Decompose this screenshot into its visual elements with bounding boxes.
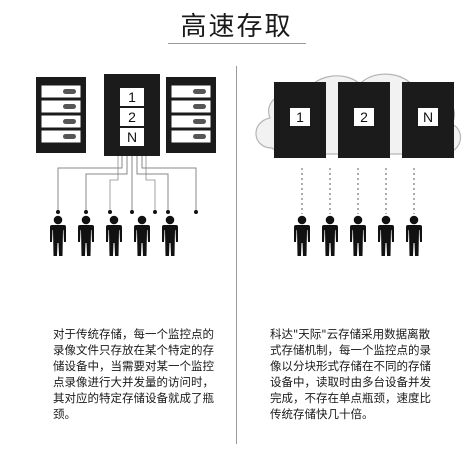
person-icon <box>322 215 338 256</box>
person-icon <box>406 215 422 256</box>
left-server-label-1: 1 <box>128 89 136 105</box>
right-server-label-n: N <box>423 109 433 125</box>
left-server-label-2: 2 <box>128 109 136 125</box>
right-people <box>294 215 422 256</box>
page-title: 高速存取 <box>180 12 293 42</box>
title-underline <box>168 43 306 44</box>
cloud-server-1: 1 <box>274 82 326 158</box>
right-connection-lines <box>301 168 415 214</box>
person-icon <box>106 215 122 256</box>
person-icon <box>78 215 94 256</box>
person-icon <box>134 215 150 256</box>
cloud-server-2: 2 <box>338 82 390 158</box>
person-icon <box>162 215 178 256</box>
left-people <box>50 215 178 256</box>
panel-divider <box>236 66 237 444</box>
left-connection-lines <box>57 156 197 212</box>
side-server-left <box>36 77 86 153</box>
center-server: 1 2 N <box>104 74 160 156</box>
right-server-label-2: 2 <box>360 109 368 125</box>
person-icon <box>350 215 366 256</box>
person-icon <box>50 215 66 256</box>
left-panel-servers: 1 2 N <box>36 74 216 156</box>
right-caption: 科达"天际"云存储采用数据离散式存储机制，每一个监控点的录像以分块形式存储在不同… <box>270 327 431 421</box>
person-icon <box>378 215 394 256</box>
person-icon <box>294 215 310 256</box>
left-server-label-n: N <box>127 129 137 145</box>
left-caption: 对于传统存储，每一个监控点的录像文件只存放在某个特定的存储设备中，当需要对某一个… <box>53 327 214 421</box>
side-server-right <box>166 77 216 153</box>
right-panel-servers: 1 2 N <box>274 82 454 158</box>
cloud-server-n: N <box>402 82 454 158</box>
right-server-label-1: 1 <box>296 109 304 125</box>
